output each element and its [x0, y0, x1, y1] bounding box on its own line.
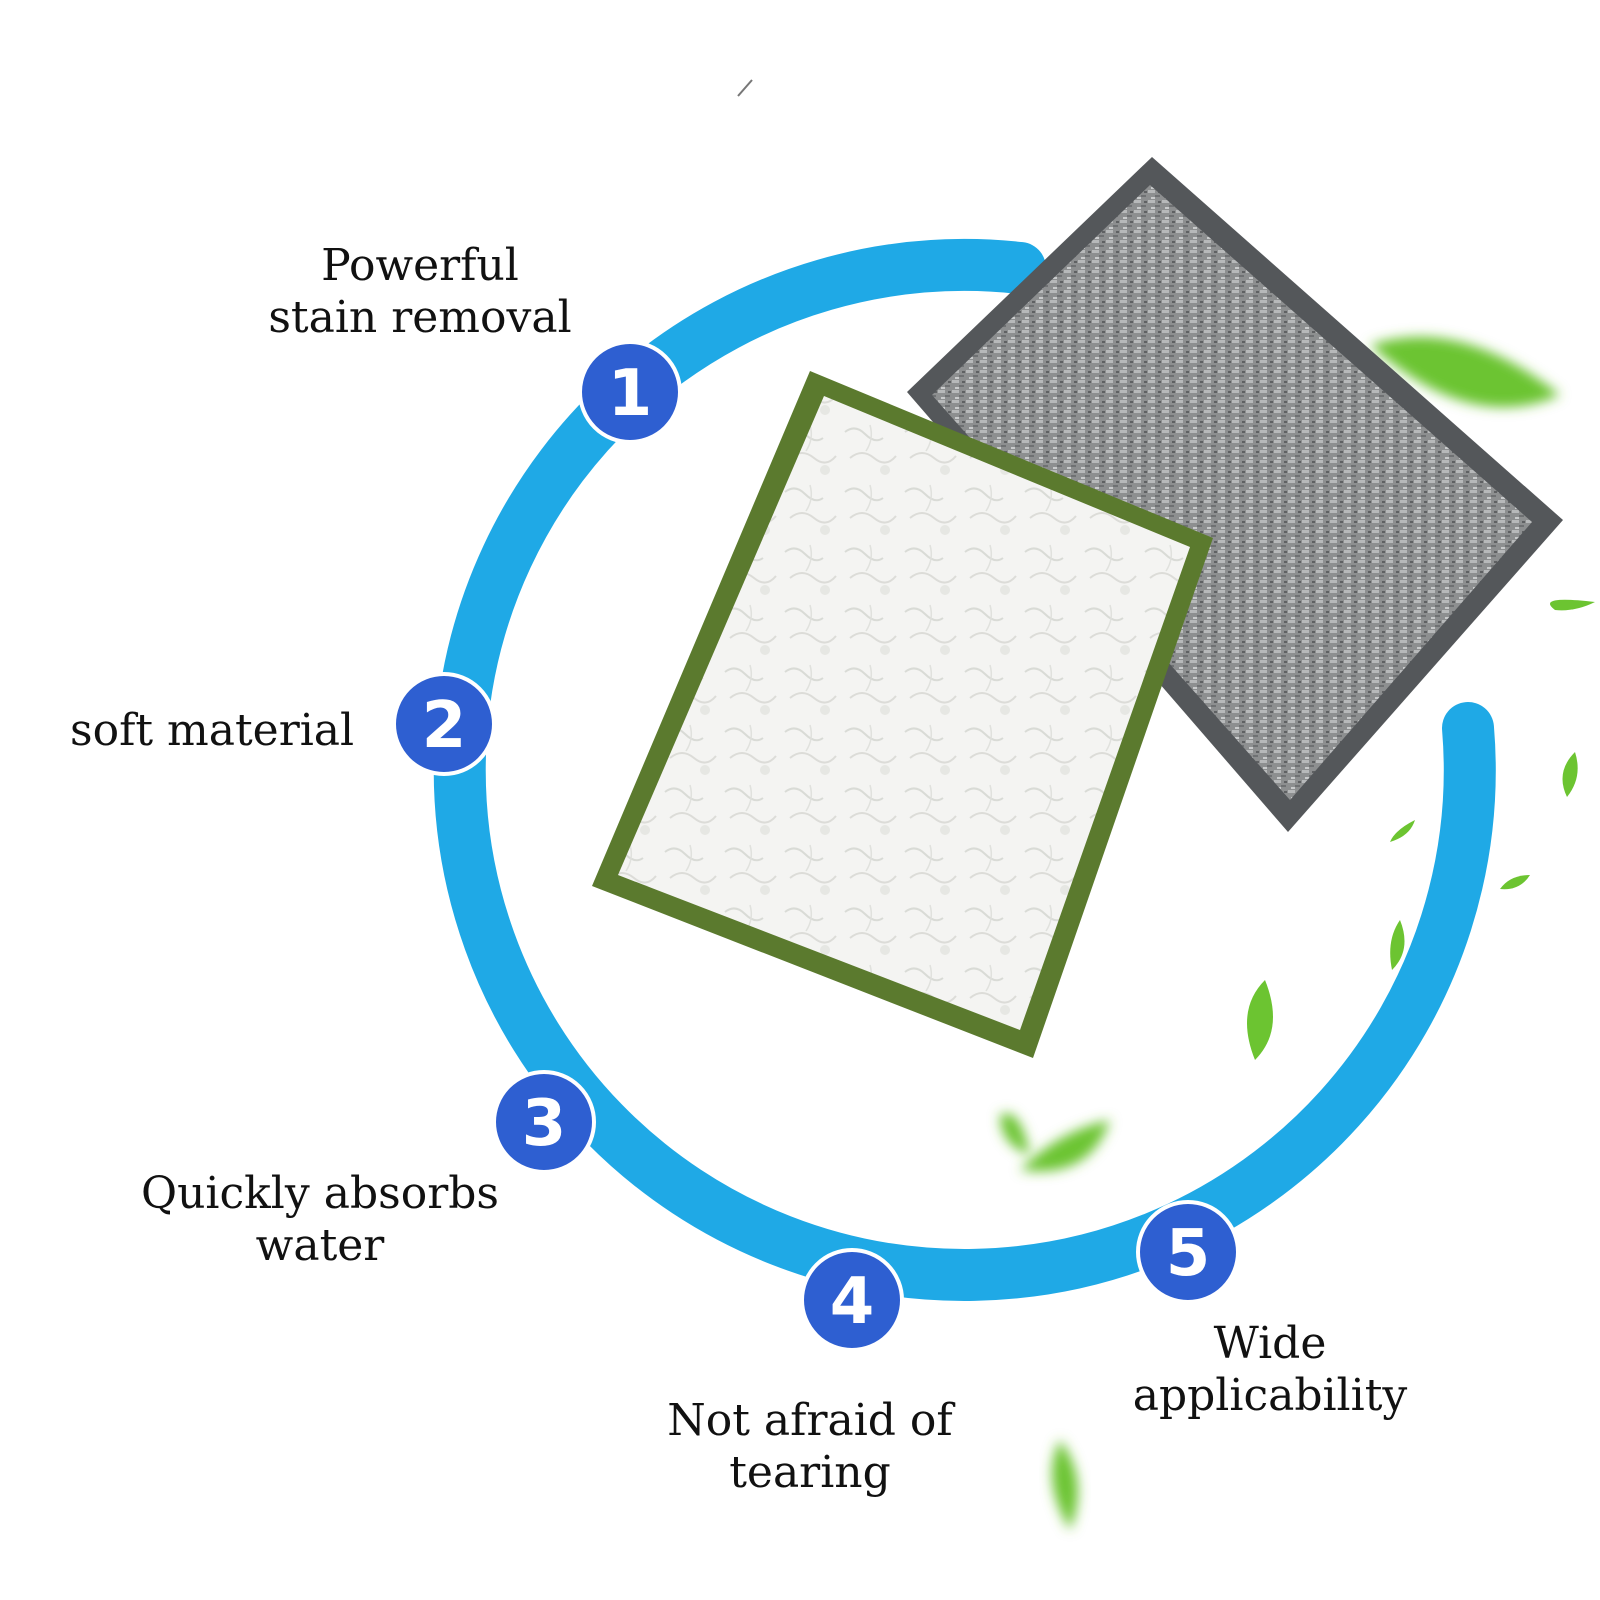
leaf-2: [1550, 599, 1595, 611]
feature-4-label: Not afraid of tearing: [640, 1395, 980, 1499]
leaf-5: [1500, 875, 1530, 890]
feature-3-line-2: water: [255, 1220, 385, 1271]
feature-4-line-1: Not afraid of: [667, 1395, 953, 1446]
badge-4: 4: [800, 1248, 904, 1352]
leaf-3: [1562, 752, 1578, 797]
badge-2-number: 2: [422, 689, 467, 763]
leaf-7: [1247, 980, 1273, 1060]
decor-stroke: [737, 79, 753, 97]
feature-2-label: soft material: [70, 705, 370, 757]
badge-5: 5: [1136, 1200, 1240, 1304]
leaf-4: [1390, 820, 1415, 842]
gray-sponge-image: [907, 157, 1563, 832]
feature-3-line-1: Quickly absorbs: [141, 1168, 499, 1219]
leaf-6: [1390, 920, 1405, 970]
badge-3-number: 3: [522, 1087, 567, 1161]
badge-1-number: 1: [608, 357, 653, 431]
feature-4-line-2: tearing: [729, 1447, 891, 1498]
badge-2: 2: [392, 672, 496, 776]
leaf-8: [1020, 1120, 1110, 1172]
leaf-decoration: [1000, 336, 1595, 1530]
feature-3-label: Quickly absorbs water: [140, 1168, 500, 1272]
feature-5-line-1: Wide: [1213, 1318, 1327, 1369]
badge-1: 1: [578, 340, 682, 444]
feature-1-line-1: Powerful: [321, 240, 519, 291]
leaf-1: [1370, 336, 1560, 408]
feature-2-line-1: soft material: [70, 705, 355, 756]
leaf-10: [1052, 1440, 1078, 1530]
feature-1-line-2: stain removal: [268, 292, 572, 343]
feature-1-label: Powerful stain removal: [250, 240, 590, 344]
feature-5-label: Wide applicability: [1110, 1318, 1430, 1422]
feature-5-line-2: applicability: [1132, 1370, 1408, 1421]
badge-3: 3: [492, 1070, 596, 1174]
badge-4-number: 4: [830, 1265, 875, 1339]
badge-5-number: 5: [1166, 1217, 1211, 1291]
white-sponge-image: [592, 371, 1213, 1058]
leaf-9: [1000, 1113, 1030, 1155]
